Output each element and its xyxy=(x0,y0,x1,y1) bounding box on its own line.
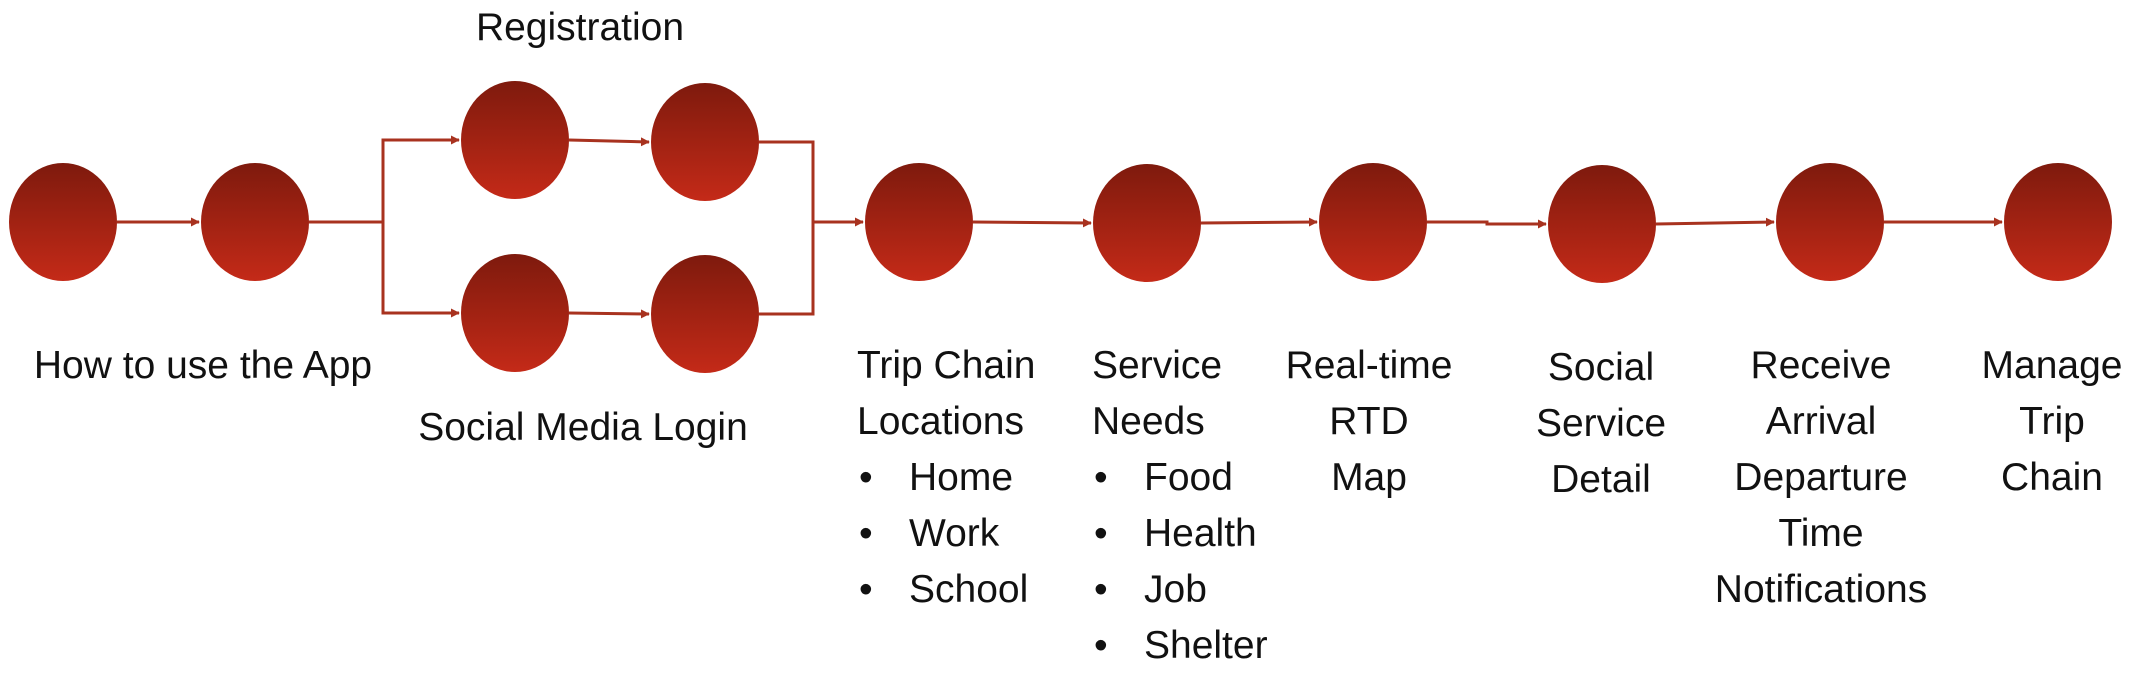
label-social-media-login: Social Media Login xyxy=(418,406,748,449)
label-receive-notifications: Receive Arrival Departure Time Notificat… xyxy=(1715,338,1927,618)
trip-chain-title-1: Trip Chain xyxy=(857,344,1036,387)
label-manage-trip-chain: Manage Trip Chain xyxy=(1982,338,2123,506)
notif-line-3: Departure xyxy=(1734,456,1908,499)
trip-chain-list: Home Work School xyxy=(857,450,1035,618)
rtd-line-2: RTD xyxy=(1329,400,1409,443)
label-trip-chain-locations: Trip Chain Locations Home Work School xyxy=(857,338,1035,618)
label-how-to-use: How to use the App xyxy=(33,344,373,387)
node-rtd-map xyxy=(1319,163,1427,281)
detail-line-3: Detail xyxy=(1551,458,1651,501)
node-social-login-1 xyxy=(461,254,569,372)
node-registration-2 xyxy=(651,83,759,201)
manage-line-2: Trip xyxy=(2019,400,2085,443)
trip-chain-title-2: Locations xyxy=(857,400,1024,443)
node-notifications xyxy=(1776,163,1884,281)
list-item-food: Food xyxy=(1092,450,1268,506)
label-real-time-rtd-map: Real-time RTD Map xyxy=(1286,338,1453,506)
node-manage-trip xyxy=(2004,163,2112,281)
edge-detail-notif xyxy=(1655,217,1775,227)
node-trip-chain xyxy=(865,163,973,281)
list-item-shelter: Shelter xyxy=(1092,618,1268,674)
list-item-health: Health xyxy=(1092,506,1268,562)
node-intro xyxy=(201,163,309,281)
notif-line-2: Arrival xyxy=(1765,400,1877,443)
notif-line-1: Receive xyxy=(1750,344,1892,387)
detail-line-1: Social xyxy=(1547,346,1655,389)
edge-split-social xyxy=(381,222,460,318)
rtd-line-1: Real-time xyxy=(1285,344,1453,387)
list-item-work: Work xyxy=(857,506,1035,562)
edge-social-merge xyxy=(759,222,815,316)
service-needs-list: Food Health Job Shelter xyxy=(1092,450,1268,674)
node-registration-1 xyxy=(461,81,569,199)
edge-registration-step xyxy=(568,137,650,147)
detail-line-2: Service xyxy=(1535,402,1667,445)
node-how-to-use xyxy=(9,163,117,281)
service-needs-title-2: Needs xyxy=(1092,400,1205,443)
label-social-service-detail: Social Service Detail xyxy=(1536,340,1666,508)
edge-social-step xyxy=(568,309,650,319)
list-item-home: Home xyxy=(857,450,1035,506)
notif-line-4: Time xyxy=(1778,512,1864,555)
manage-line-1: Manage xyxy=(1981,344,2123,387)
service-needs-title-1: Service xyxy=(1092,344,1223,387)
label-service-needs: Service Needs Food Health Job Shelter xyxy=(1092,338,1268,674)
edge-trip-service xyxy=(972,218,1092,228)
edge-split-registration xyxy=(381,135,460,222)
node-service-detail xyxy=(1548,165,1656,283)
manage-line-3: Chain xyxy=(2001,456,2103,499)
edge-registration-merge xyxy=(759,140,815,222)
edge-rtd-detail xyxy=(1427,219,1547,229)
node-social-login-2 xyxy=(651,255,759,373)
label-registration: Registration xyxy=(475,6,685,49)
rtd-line-3: Map xyxy=(1331,456,1407,499)
list-item-school: School xyxy=(857,562,1035,618)
notif-line-5: Notifications xyxy=(1714,568,1928,611)
edge-service-rtd xyxy=(1200,217,1318,227)
node-service-needs xyxy=(1093,164,1201,282)
list-item-job: Job xyxy=(1092,562,1268,618)
